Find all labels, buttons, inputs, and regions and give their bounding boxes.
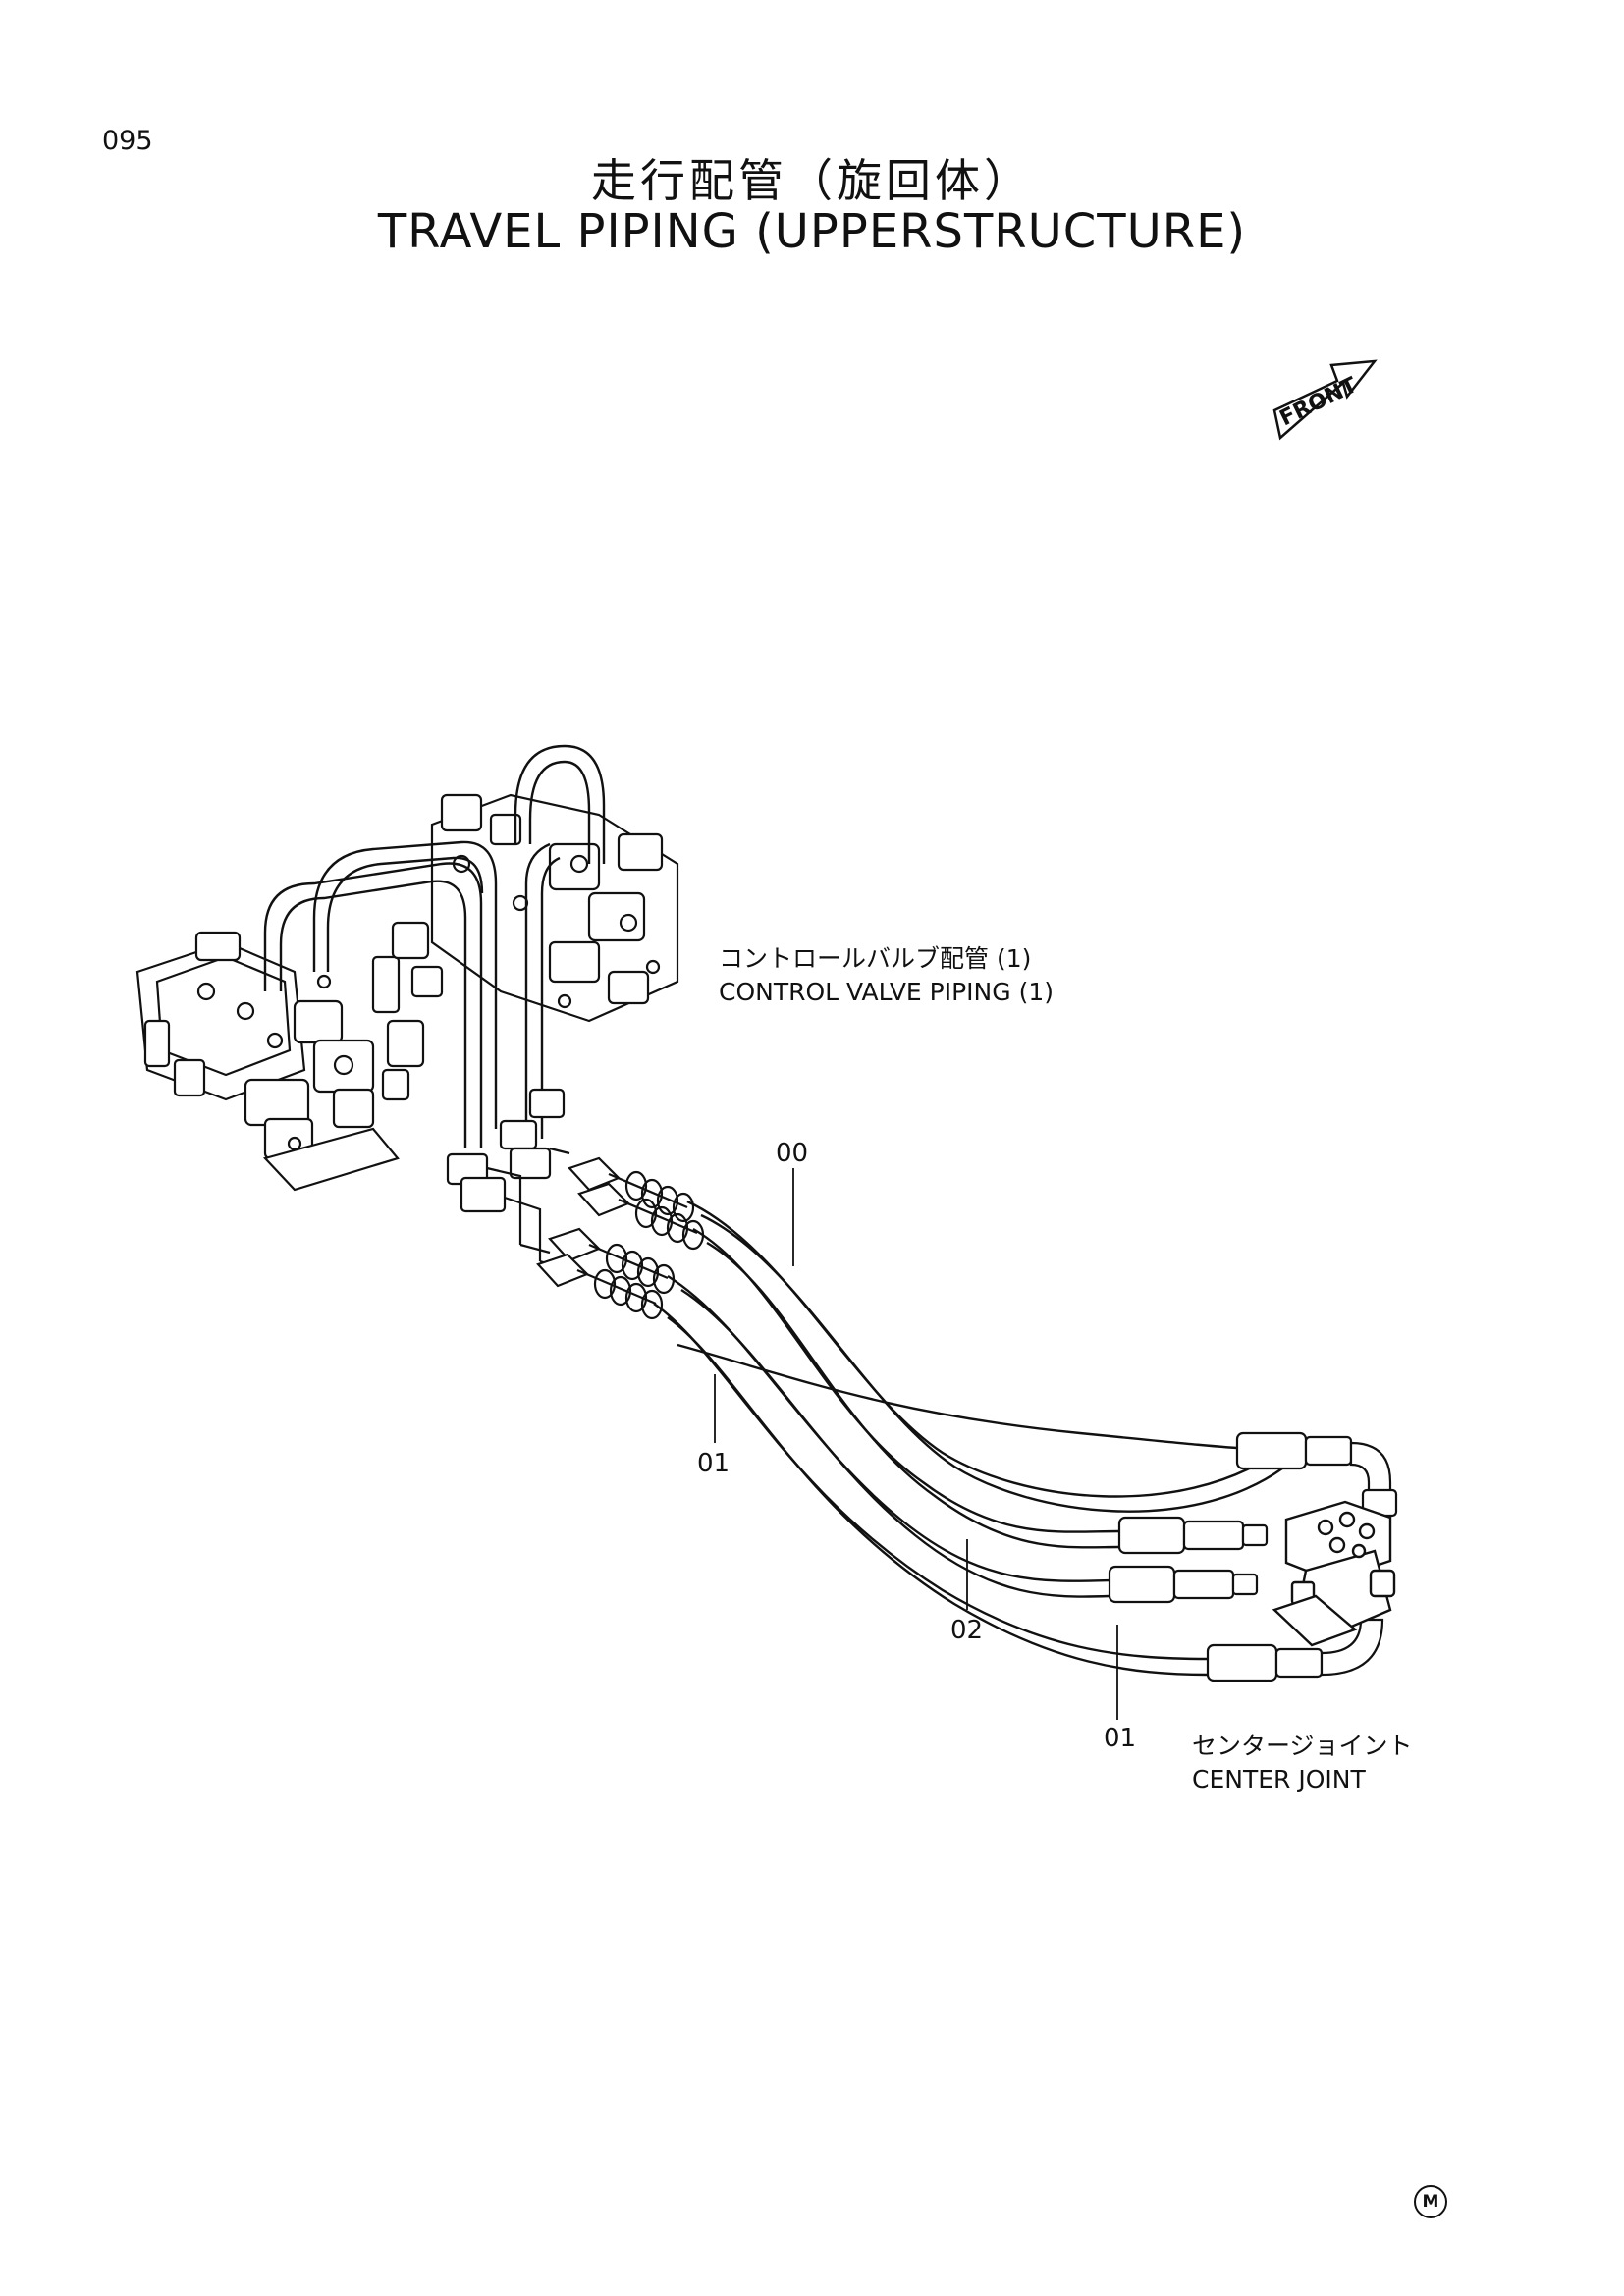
page-title-japanese: 走行配管（旋回体） bbox=[591, 154, 1033, 207]
front-arrow-icon: FRONT bbox=[1272, 359, 1378, 441]
control-valve-piping-callout: コントロールバルブ配管 (1) CONTROL VALVE PIPING (1) bbox=[719, 942, 1054, 1009]
page-title-english: TRAVEL PIPING (UPPERSTRUCTURE) bbox=[377, 204, 1247, 259]
part-number-00: 00 bbox=[776, 1139, 809, 1168]
hydraulic-hoses bbox=[653, 1200, 1283, 1677]
pipe-fittings bbox=[446, 1088, 570, 1270]
part-number-01-right: 01 bbox=[1104, 1724, 1137, 1753]
part-number-01-left: 01 bbox=[697, 1449, 731, 1478]
part-number-02: 02 bbox=[950, 1616, 984, 1645]
page-number: 095 bbox=[102, 126, 153, 156]
control-valve-piping-label-en: CONTROL VALVE PIPING (1) bbox=[719, 978, 1054, 1006]
center-joint-label-jp: センタージョイント bbox=[1192, 1732, 1413, 1760]
front-arrow-label: FRONT bbox=[1276, 373, 1362, 431]
hose-end-fittings-left bbox=[536, 1156, 705, 1320]
control-valve-left-block bbox=[135, 931, 425, 1192]
leader-lines bbox=[714, 1168, 1118, 1720]
center-joint-callout: センタージョイント CENTER JOINT bbox=[1192, 1730, 1413, 1796]
control-valve-piping-label-jp: コントロールバルブ配管 (1) bbox=[719, 944, 1032, 973]
center-joint-body bbox=[1272, 1500, 1396, 1647]
steel-pipes bbox=[263, 744, 606, 1148]
manufacturer-mark: M bbox=[1414, 2185, 1447, 2218]
hose-end-fittings-right bbox=[1108, 1431, 1398, 1682]
control-valve-right-block bbox=[391, 793, 679, 1023]
center-joint-label-en: CENTER JOINT bbox=[1192, 1765, 1366, 1793]
